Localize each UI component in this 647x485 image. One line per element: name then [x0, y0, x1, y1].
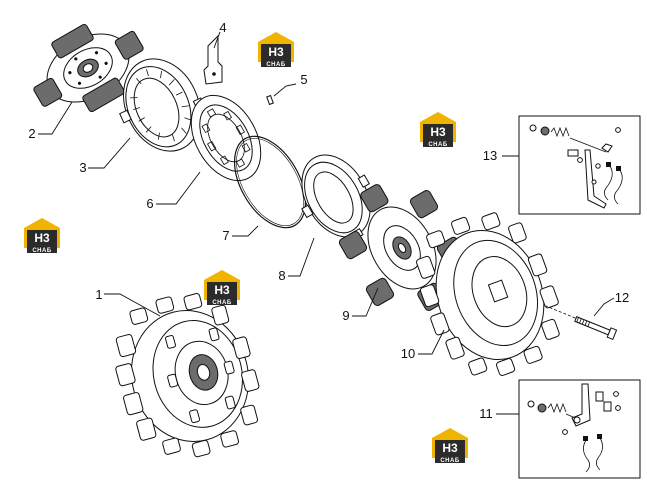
part-10-clutch-housing — [416, 212, 560, 376]
leader-10 — [418, 329, 445, 355]
leader-12 — [593, 297, 615, 317]
leader-8 — [288, 237, 315, 277]
callout-8: 8 — [278, 268, 285, 283]
leader-3 — [88, 137, 131, 169]
part-5-pin — [266, 94, 274, 106]
leader-1 — [104, 293, 161, 317]
logo-mark-text: H3 — [214, 283, 230, 297]
leader-5 — [273, 83, 297, 97]
callout-6: 6 — [146, 196, 153, 211]
callout-9: 9 — [342, 308, 349, 323]
callout-13: 13 — [483, 148, 497, 163]
leader-lines — [38, 31, 615, 415]
callout-10: 10 — [401, 346, 415, 361]
callout-4: 4 — [219, 20, 226, 35]
logo-mark-text: H3 — [430, 125, 446, 139]
logo-sub-text: CHAБ — [428, 142, 447, 148]
logo-sub-text: CHAБ — [212, 300, 231, 306]
brand-logo-watermark: H3 CHAБ — [432, 428, 468, 464]
callout-labels: 1 2 3 4 5 6 7 8 9 10 11 12 13 — [28, 20, 629, 421]
callout-5: 5 — [300, 72, 307, 87]
callout-7: 7 — [222, 228, 229, 243]
logo-sub-text: CHAБ — [266, 62, 285, 68]
part-8-plate — [301, 154, 371, 241]
part-13-inset — [518, 115, 641, 215]
logo-mark-text: H3 — [34, 231, 50, 245]
callout-1: 1 — [95, 287, 102, 302]
brand-logo-watermark: H3 CHAБ — [420, 112, 456, 148]
logo-mark-text: H3 — [442, 441, 458, 455]
leader-6 — [156, 171, 201, 205]
brand-logo-watermark: H3 CHAБ — [204, 270, 240, 306]
callout-3: 3 — [79, 160, 86, 175]
brand-logo-watermark: H3 CHAБ — [24, 218, 60, 254]
part-4-bracket — [203, 34, 223, 85]
leader-9 — [352, 287, 379, 317]
leader-2 — [38, 101, 73, 135]
leader-4 — [213, 31, 221, 49]
part-2-friction-disc — [33, 23, 144, 113]
callout-11: 11 — [479, 406, 493, 421]
part-1-clutch-assembly — [115, 293, 260, 458]
logo-sub-text: CHAБ — [440, 458, 459, 464]
leader-7 — [232, 225, 259, 237]
part-11-inset — [518, 379, 641, 479]
callout-2: 2 — [28, 126, 35, 141]
callout-12: 12 — [615, 290, 629, 305]
part-6-toothed-disc — [190, 94, 262, 182]
part-12-bolt — [545, 305, 618, 341]
logo-mark-text: H3 — [268, 45, 284, 59]
logo-sub-text: CHAБ — [32, 248, 51, 254]
part-7-o-ring — [233, 135, 307, 229]
brand-logo-watermark: H3 CHAБ — [258, 32, 294, 68]
